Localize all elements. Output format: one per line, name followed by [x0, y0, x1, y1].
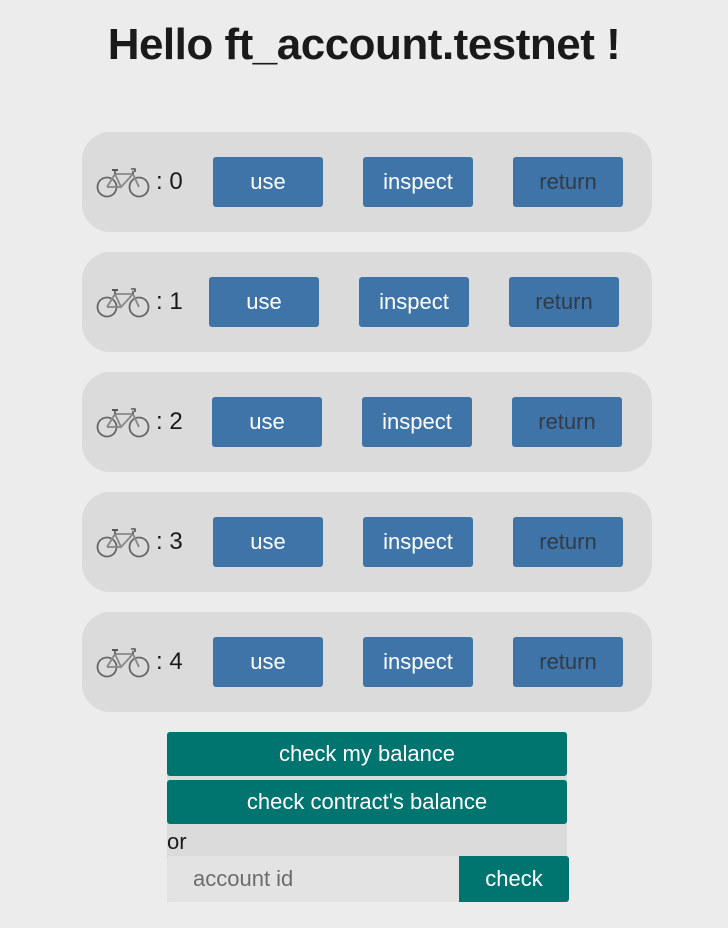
return-button[interactable]: return — [513, 157, 623, 207]
bicycle-icon — [96, 528, 150, 558]
bike-row-3: : 3 use inspect return — [82, 492, 652, 592]
bike-row-2: : 2 use inspect return — [82, 372, 652, 472]
return-button[interactable]: return — [512, 397, 622, 447]
return-button[interactable]: return — [513, 517, 623, 567]
check-contract-balance-button[interactable]: check contract's balance — [167, 780, 567, 824]
inspect-button[interactable]: inspect — [363, 637, 473, 687]
bike-row-1: : 1 use inspect return — [82, 252, 652, 352]
bike-id-label: : 2 — [156, 408, 183, 435]
bicycle-icon — [96, 408, 150, 438]
use-button[interactable]: use — [209, 277, 319, 327]
return-button[interactable]: return — [513, 637, 623, 687]
inspect-button[interactable]: inspect — [363, 517, 473, 567]
bicycle-icon — [96, 168, 150, 198]
inspect-button[interactable]: inspect — [359, 277, 469, 327]
inspect-button[interactable]: inspect — [363, 157, 473, 207]
use-button[interactable]: use — [213, 157, 323, 207]
use-button[interactable]: use — [213, 637, 323, 687]
bicycle-icon — [96, 288, 150, 318]
balance-panel: check my balance check contract's balanc… — [167, 732, 569, 902]
bike-id-label: : 0 — [156, 168, 183, 195]
page-title: Hello ft_account.testnet ! — [107, 20, 621, 69]
inspect-button[interactable]: inspect — [362, 397, 472, 447]
use-button[interactable]: use — [213, 517, 323, 567]
return-button[interactable]: return — [509, 277, 619, 327]
check-my-balance-button[interactable]: check my balance — [167, 732, 567, 776]
or-label: or — [167, 829, 187, 854]
bicycle-icon — [96, 648, 150, 678]
bike-id-label: : 3 — [156, 528, 183, 555]
bike-row-4: : 4 use inspect return — [82, 612, 652, 712]
bike-id-label: : 1 — [156, 288, 183, 315]
use-button[interactable]: use — [212, 397, 322, 447]
bike-row-0: : 0 use inspect return — [82, 132, 652, 232]
bike-id-label: : 4 — [156, 648, 183, 675]
account-id-input[interactable] — [167, 856, 459, 902]
check-button[interactable]: check — [459, 856, 569, 902]
